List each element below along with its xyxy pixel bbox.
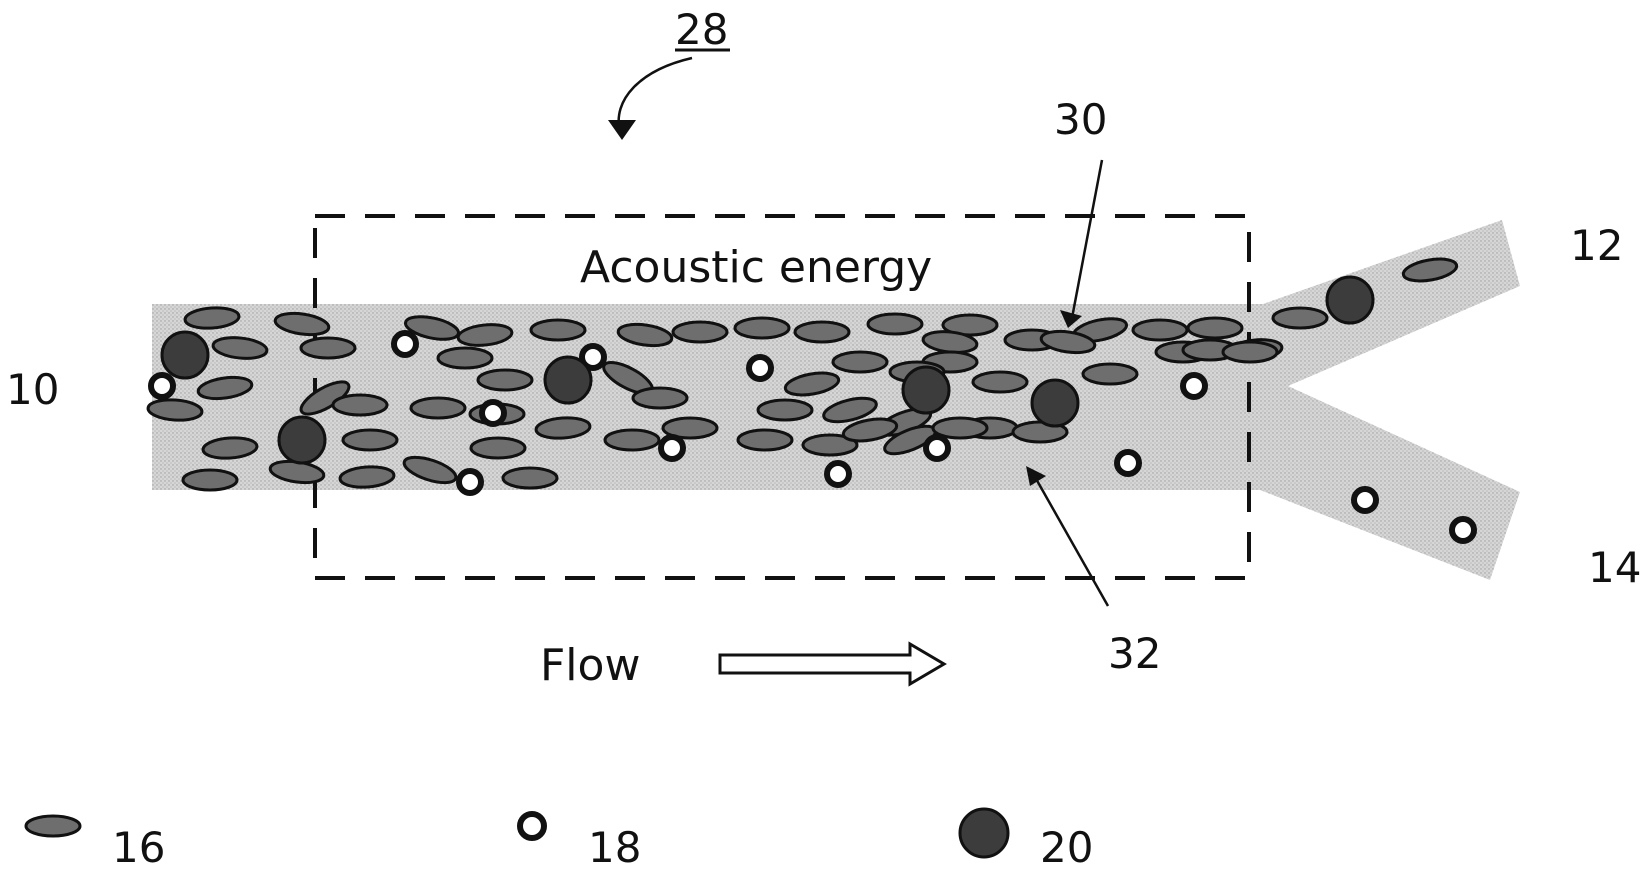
legend-cell-icon: [26, 816, 80, 836]
large-particle-20: [903, 367, 949, 413]
cell-16: [1083, 364, 1137, 384]
legend-small-particle-icon: [520, 814, 544, 838]
cell-16: [868, 314, 922, 334]
small-particle-18: [459, 471, 481, 493]
small-particle-18: [827, 463, 849, 485]
cell-16: [333, 395, 387, 415]
legend-large-particle-icon: [960, 809, 1008, 857]
arrow-30: [1072, 160, 1102, 318]
large-particle-20: [1327, 277, 1373, 323]
small-particle-18: [926, 437, 948, 459]
cell-16: [411, 398, 465, 418]
acoustic-energy-label: Acoustic energy: [580, 242, 932, 293]
large-particle-20: [162, 332, 208, 378]
cell-16: [605, 430, 659, 450]
cell-16: [301, 338, 355, 358]
arrow-32: [1035, 477, 1108, 606]
cell-16: [343, 430, 397, 450]
small-particle-18: [661, 437, 683, 459]
ref-label-12: 12: [1570, 221, 1623, 270]
large-particle-20: [279, 417, 325, 463]
legend: 16 18 20: [26, 809, 1093, 871]
cell-16: [471, 438, 525, 458]
cell-16: [833, 352, 887, 372]
ref-label-28: 28: [675, 5, 728, 54]
cell-16: [973, 372, 1027, 392]
cell-16: [1133, 320, 1187, 340]
large-particle-20: [1032, 380, 1078, 426]
cell-16: [438, 348, 492, 368]
cell-16: [795, 322, 849, 342]
flow-arrow-icon: [720, 644, 944, 684]
cell-16: [183, 470, 237, 490]
legend-label-18: 18: [588, 823, 641, 871]
small-particle-18: [749, 357, 771, 379]
small-particle-18: [1183, 375, 1205, 397]
cell-16: [1188, 318, 1242, 338]
cell-16: [1223, 342, 1277, 362]
cell-16: [738, 430, 792, 450]
cell-16: [633, 388, 687, 408]
ref-label-32: 32: [1108, 629, 1161, 678]
cell-16: [673, 322, 727, 342]
flow-label: Flow: [540, 640, 640, 691]
cell-16: [758, 400, 812, 420]
cell-16: [531, 320, 585, 340]
small-particle-18: [1117, 452, 1139, 474]
ref-label-10: 10: [6, 365, 59, 414]
cell-16: [1273, 308, 1327, 328]
small-particle-18: [1452, 519, 1474, 541]
legend-label-20: 20: [1040, 823, 1093, 871]
large-particle-20: [545, 357, 591, 403]
small-particle-18: [482, 402, 504, 424]
cell-16: [478, 370, 532, 390]
ref-label-30: 30: [1054, 95, 1107, 144]
cell-16: [503, 468, 557, 488]
small-particle-18: [1354, 489, 1376, 511]
cell-16: [735, 318, 789, 338]
small-particle-18: [151, 375, 173, 397]
small-particle-18: [394, 333, 416, 355]
ref-label-14: 14: [1588, 543, 1641, 592]
legend-label-16: 16: [112, 823, 165, 871]
